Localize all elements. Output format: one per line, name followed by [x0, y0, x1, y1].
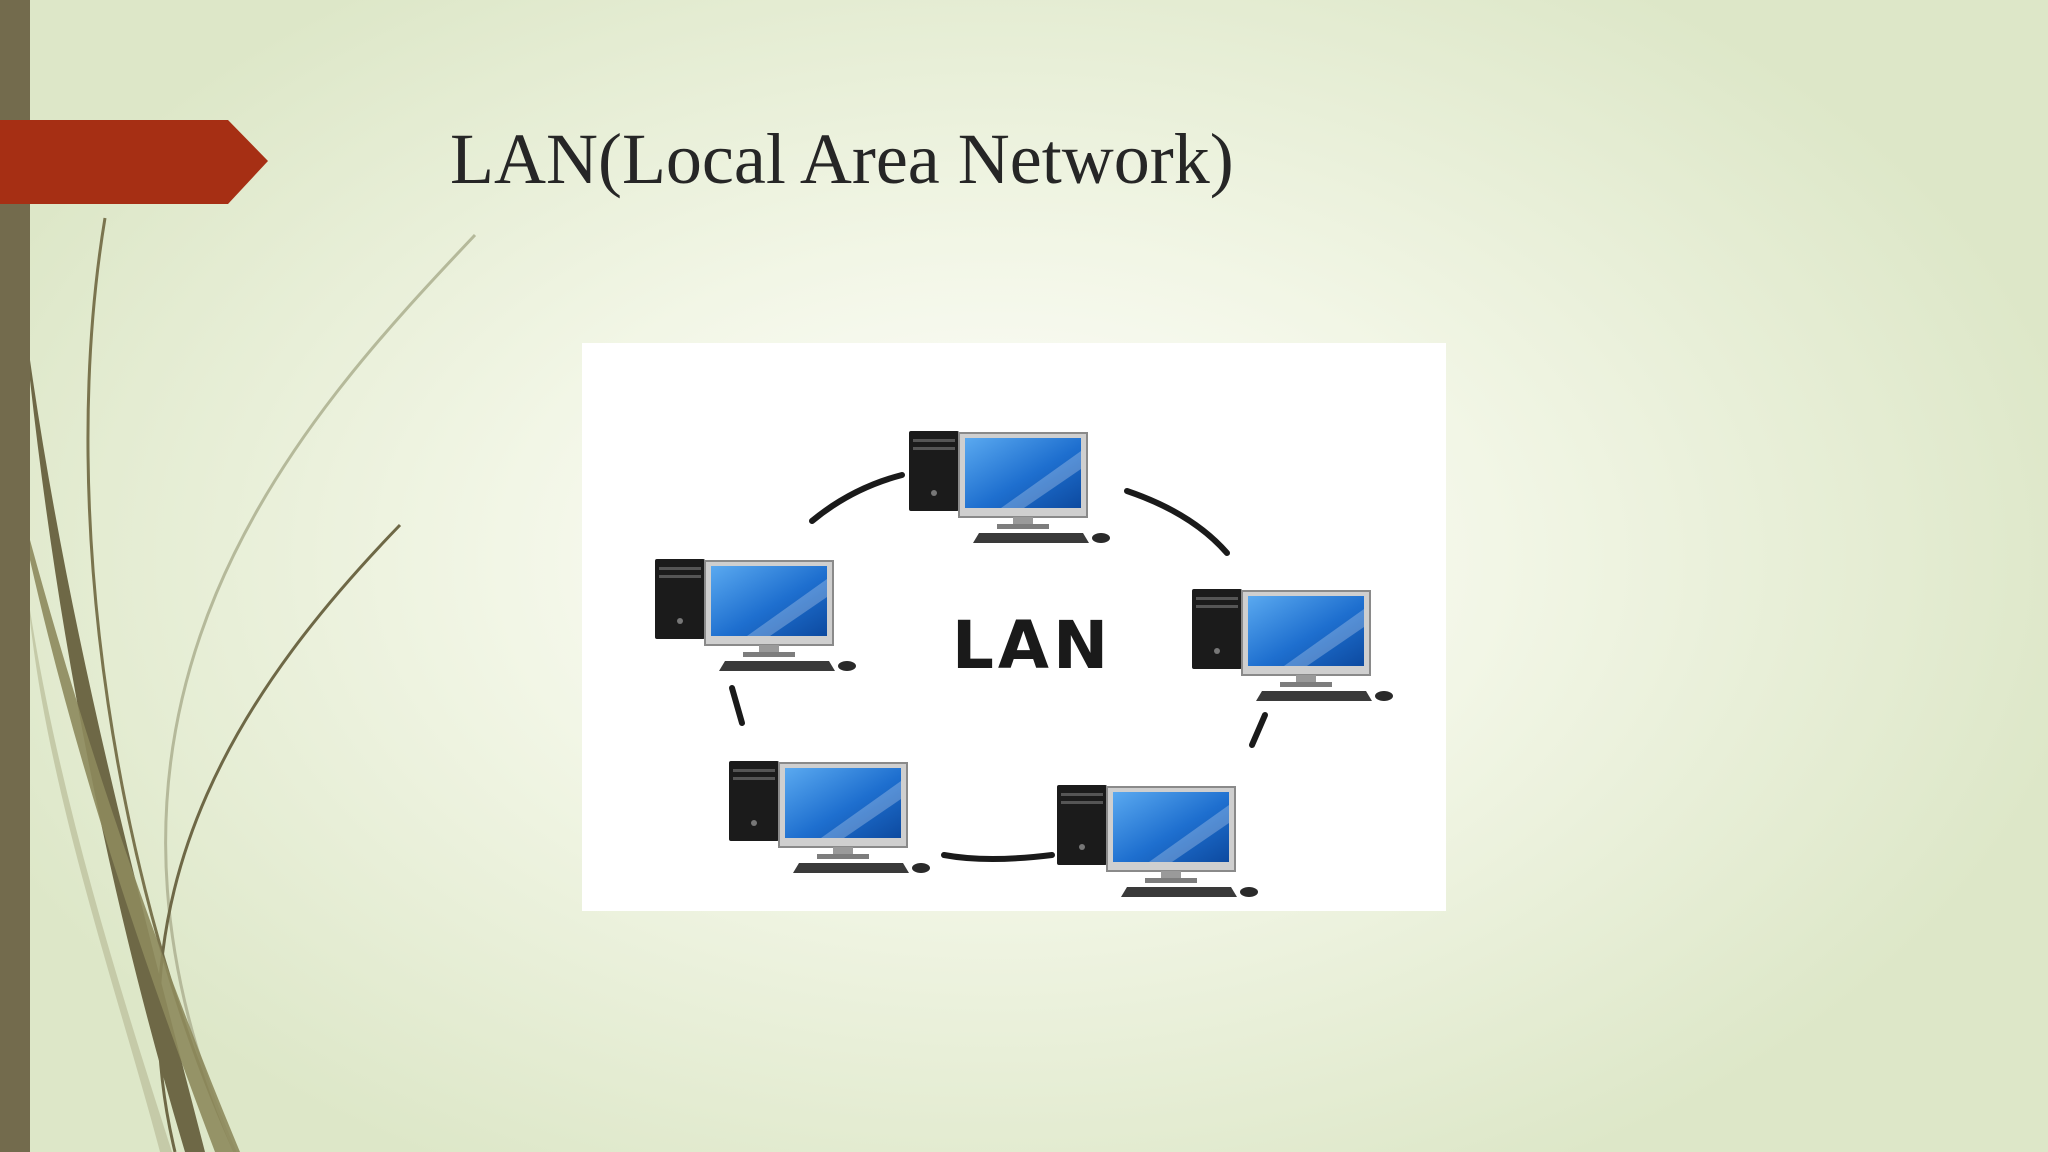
lan-diagram-graphic [654, 430, 1394, 898]
swoosh-line [164, 233, 477, 1152]
slide-title: LAN(Local Area Network) [450, 119, 1234, 199]
ring-connection [729, 472, 1268, 862]
computer-icon [1056, 784, 1259, 898]
title-accent-arrow [0, 120, 268, 204]
lan-network-diagram: LAN [582, 343, 1446, 911]
computer-icon [908, 430, 1111, 544]
computer-icon [654, 558, 857, 672]
lan-label: LAN [951, 607, 1113, 684]
computer-icon [728, 760, 931, 874]
swoosh-blade [30, 610, 172, 1152]
computer-icon [1191, 588, 1394, 702]
